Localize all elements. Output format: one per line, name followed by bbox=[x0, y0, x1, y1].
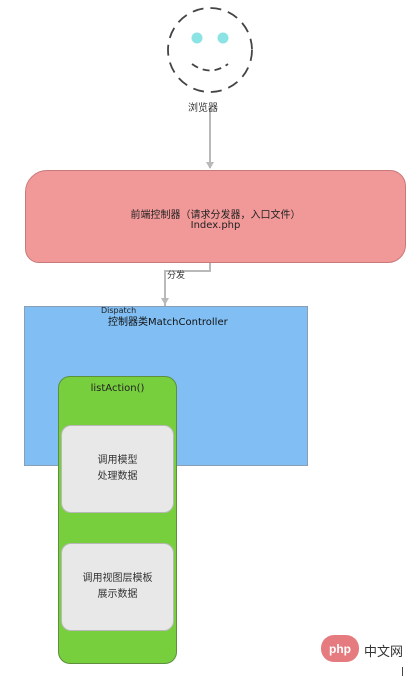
model-step-line2: 处理数据 bbox=[97, 471, 138, 482]
browser-label: 浏览器 bbox=[188, 103, 218, 114]
list-action-title: listAction() bbox=[90, 383, 145, 394]
dispatch-label: Dispatch bbox=[101, 306, 137, 315]
view-step-box: 调用视图层模板 展示数据 bbox=[61, 543, 174, 631]
model-step-line1: 调用模型 bbox=[97, 455, 138, 466]
match-controller-title: 控制器类MatchController bbox=[108, 317, 228, 328]
front-controller-box: 前端控制器（请求分发器，入口文件） Index.php bbox=[25, 170, 406, 263]
front-controller-filename: Index.php bbox=[190, 220, 241, 231]
php-logo-icon: php bbox=[321, 635, 359, 662]
list-action-box: listAction() 调用模型 处理数据 调用视图层模板 展示数据 bbox=[58, 376, 177, 664]
text-cursor-icon bbox=[402, 667, 403, 676]
model-step-box: 调用模型 处理数据 bbox=[61, 425, 174, 513]
front-to-match-arrow bbox=[161, 263, 211, 305]
watermark-text: 中文网 bbox=[364, 645, 404, 660]
front-controller-title: 前端控制器（请求分发器，入口文件） bbox=[130, 210, 301, 221]
view-step-line1: 调用视图层模板 bbox=[82, 573, 153, 584]
distribute-label: 分发 bbox=[167, 271, 186, 281]
browser-smiley-icon bbox=[167, 7, 253, 93]
view-step-line2: 展示数据 bbox=[97, 589, 138, 600]
